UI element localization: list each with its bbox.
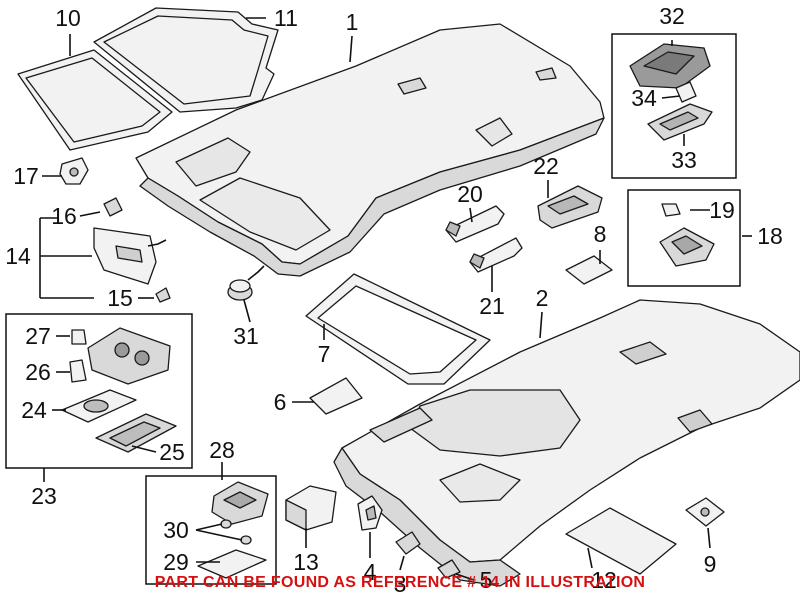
leader-1 (349, 35, 353, 63)
part-10-pad (17, 49, 173, 151)
callout-27: 27 (25, 323, 51, 349)
part-22-bracket (537, 185, 603, 229)
part-16-visor-clip (103, 197, 123, 217)
callout-28: 28 (209, 437, 235, 463)
callout-32: 32 (659, 3, 685, 29)
part-7-seal (305, 273, 491, 385)
callout-33: 33 (671, 147, 697, 173)
part-20-grab-handle (445, 205, 505, 243)
callout-12: 12 (591, 567, 617, 593)
callout-22: 22 (533, 153, 559, 179)
callout-1: 1 (346, 9, 359, 35)
part-4-clip (357, 495, 383, 531)
part-29-plate (197, 549, 267, 579)
part-33-lens (647, 103, 713, 141)
callout-23: 23 (31, 483, 57, 509)
reference-note: PART CAN BE FOUND AS REFERENCE # 14 IN I… (155, 574, 646, 591)
part-27-cap (71, 329, 87, 345)
part-1-headliner (135, 23, 605, 277)
callout-31: 31 (233, 323, 259, 349)
part-23-console-base (87, 327, 171, 385)
callout-16: 16 (51, 203, 77, 229)
callout-15: 15 (107, 285, 133, 311)
callout-26: 26 (25, 359, 51, 385)
box-group-32 (611, 33, 737, 179)
callout-13: 13 (293, 549, 319, 575)
callout-25: 25 (159, 439, 185, 465)
part-11-pad (93, 7, 279, 113)
part-15-visor-clip (155, 287, 171, 303)
callout-24: 24 (21, 397, 47, 423)
part-28-module (211, 481, 269, 525)
leader-31 (243, 299, 251, 323)
callout-labels: 10 11 1 32 34 33 17 22 20 19 18 16 14 15… (5, 3, 783, 596)
part-26-cap (69, 359, 87, 383)
part-30-screws (220, 519, 252, 545)
part-31-socket (227, 265, 265, 301)
leader-16 (79, 211, 101, 217)
part-5-clip (437, 559, 461, 579)
callout-10: 10 (55, 5, 81, 31)
callout-19: 19 (709, 197, 735, 223)
part-19-bulb (661, 203, 681, 217)
box-group-28 (145, 475, 277, 585)
part-12-pad (565, 507, 677, 575)
part-18-lamp (659, 227, 715, 267)
callout-30: 30 (163, 517, 189, 543)
callout-9: 9 (704, 551, 717, 577)
leader-30 (195, 523, 243, 541)
leader-34 (661, 95, 681, 99)
callout-29: 29 (163, 549, 189, 575)
callout-3: 3 (394, 571, 407, 596)
leader-25 (131, 445, 157, 453)
leader-2 (539, 311, 543, 339)
leader-14 (39, 217, 94, 299)
leader-3 (399, 555, 405, 571)
part-6-pad (309, 377, 363, 415)
part-14-sun-visor (93, 227, 167, 285)
part-17-hook (59, 157, 89, 185)
callout-21: 21 (479, 293, 505, 319)
leader-20 (469, 207, 473, 223)
part-2-headliner (333, 299, 800, 587)
leader-9 (707, 527, 711, 549)
part-24-trim (61, 389, 137, 423)
box-group-23 (5, 313, 193, 469)
part-34-bulb (675, 81, 697, 103)
part-3-clip (395, 531, 421, 555)
leader-lines (39, 17, 752, 581)
callout-17: 17 (13, 163, 39, 189)
callout-20: 20 (457, 181, 483, 207)
callout-18: 18 (757, 223, 783, 249)
part-21-grab-handle (469, 237, 523, 273)
callout-6: 6 (274, 389, 287, 415)
callout-8: 8 (594, 221, 607, 247)
leader-5 (455, 573, 475, 581)
part-9-clip (685, 497, 725, 527)
box-group-18 (627, 189, 741, 287)
part-13-bracket (285, 485, 337, 531)
part-8-pad (565, 255, 613, 285)
leader-12 (587, 547, 593, 569)
callout-2: 2 (536, 285, 549, 311)
part-32-map-lamp (629, 43, 711, 89)
part-25-grille (95, 413, 177, 453)
callout-14: 14 (5, 243, 31, 269)
callout-11: 11 (274, 5, 298, 31)
callout-4: 4 (364, 559, 377, 585)
callout-5: 5 (480, 567, 493, 593)
callout-7: 7 (318, 341, 331, 367)
callout-34: 34 (631, 85, 657, 111)
